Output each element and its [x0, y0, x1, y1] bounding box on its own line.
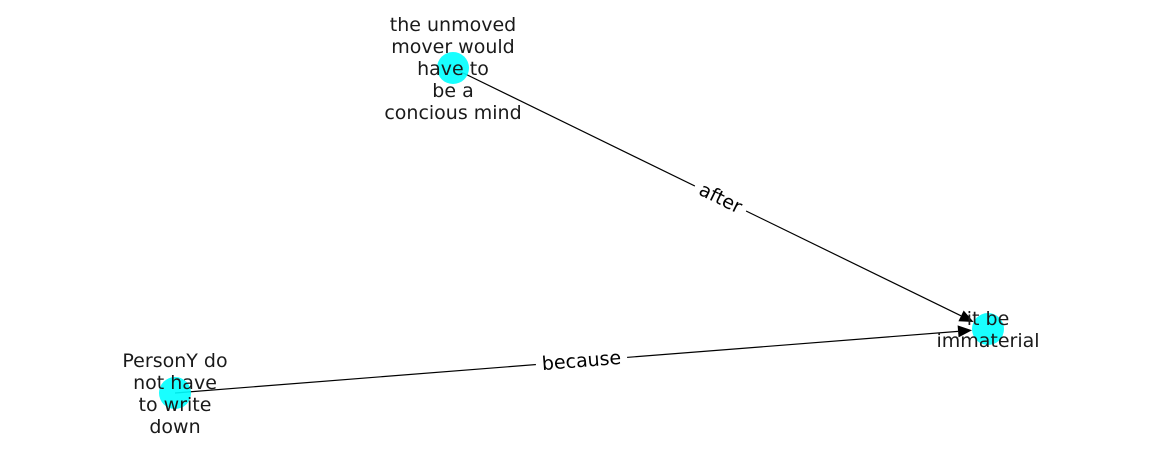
- edge-label-background: [690, 175, 751, 222]
- edge-labels-layer: after because: [535, 175, 751, 378]
- node-label-line: PersonY do: [122, 350, 227, 372]
- edge-label-after: after: [690, 175, 751, 222]
- node-label-line: have to: [417, 58, 489, 80]
- node-label-line: be a: [432, 80, 473, 102]
- node-label-line: to write: [139, 394, 212, 416]
- node-label-line: down: [149, 416, 200, 438]
- node-label-line: not have: [133, 372, 217, 394]
- edges-layer: [174, 67, 974, 394]
- node-n2[interactable]: [972, 313, 1004, 345]
- node-label-line: immaterial: [936, 330, 1039, 352]
- arrow-head-icon: [957, 325, 973, 338]
- node-label-line: concious mind: [384, 102, 521, 124]
- node-n1[interactable]: [437, 52, 469, 84]
- node-label-line: mover would: [391, 36, 514, 58]
- edge-label-background: [535, 344, 628, 378]
- nodes-layer: [159, 52, 1004, 409]
- edge-label-because: because: [535, 344, 628, 378]
- node-n3[interactable]: [159, 377, 191, 409]
- node-label-line: the unmoved: [390, 14, 516, 36]
- node-label-line: it be: [967, 308, 1010, 330]
- arrow-head-icon: [958, 310, 974, 322]
